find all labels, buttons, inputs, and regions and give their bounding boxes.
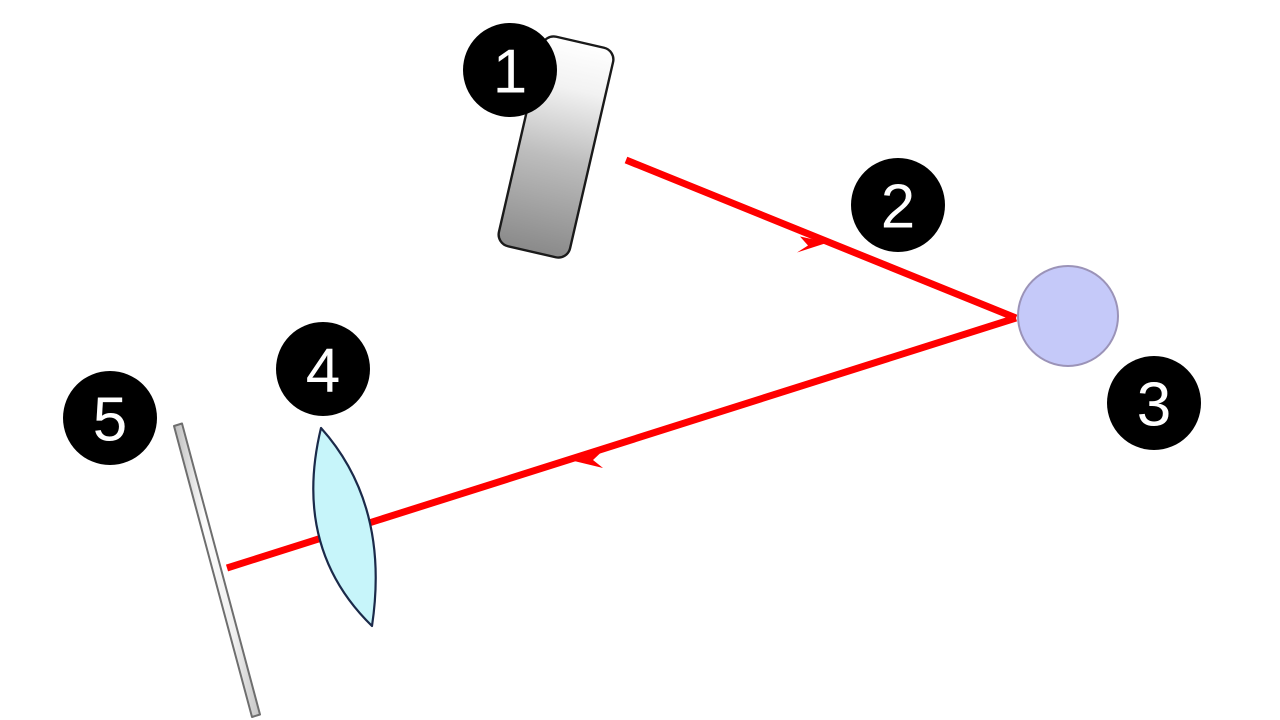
spherical-sample-circle[interactable]	[1017, 265, 1119, 367]
badge-label-1: 1	[493, 38, 527, 107]
incident-beam-line[interactable]	[624, 156, 1018, 322]
badge-circle-4[interactable]	[276, 322, 370, 416]
mirror-surface[interactable]	[496, 34, 615, 260]
screen-component[interactable]	[173, 422, 261, 718]
mirror-component[interactable]	[496, 34, 615, 260]
callout-badge[interactable]: 1	[463, 23, 557, 117]
incident-beam-group[interactable]	[624, 156, 1018, 322]
badge-circle-1[interactable]	[463, 23, 557, 117]
reflected-beam-arrowhead	[572, 451, 603, 468]
badge-label-3: 3	[1137, 371, 1171, 440]
lens-component[interactable]	[312, 426, 377, 628]
spherical-sample-component[interactable]	[1017, 265, 1119, 367]
badge-circle-2[interactable]	[851, 158, 945, 252]
badge-circle-5[interactable]	[63, 371, 157, 465]
badge-label-2: 2	[881, 173, 915, 242]
incident-beam-arrowhead	[797, 236, 828, 253]
screen-surface[interactable]	[173, 422, 261, 718]
callout-badge[interactable]: 2	[851, 158, 945, 252]
badge-circle-3[interactable]	[1107, 356, 1201, 450]
lens-body[interactable]	[312, 426, 377, 628]
callout-badge[interactable]: 5	[63, 371, 157, 465]
callout-badge[interactable]: 4	[276, 322, 370, 416]
badge-label-4: 4	[306, 337, 340, 406]
callout-badge[interactable]: 3	[1107, 356, 1201, 450]
badge-label-5: 5	[93, 386, 127, 455]
